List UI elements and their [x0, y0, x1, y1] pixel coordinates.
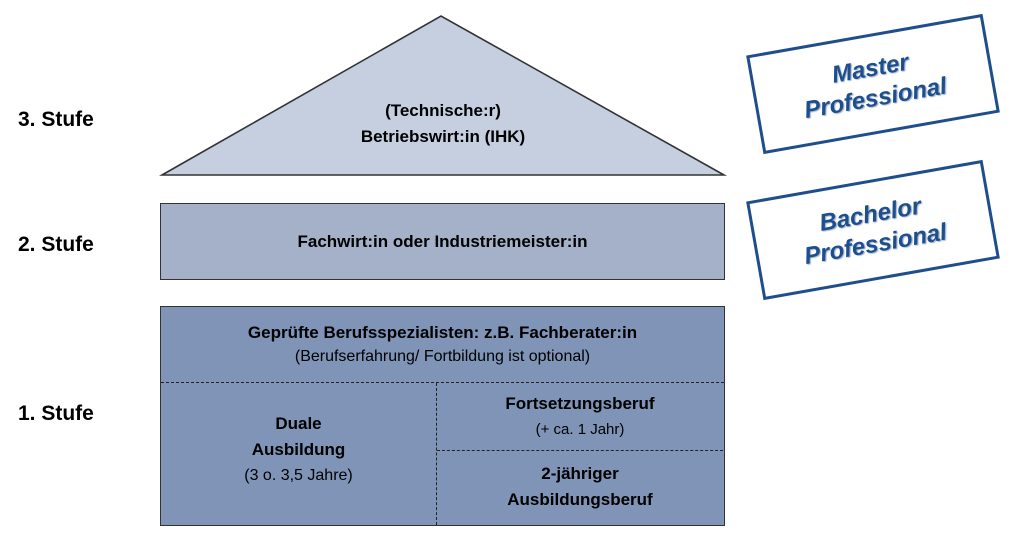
level-2-box: Fachwirt:in oder Industriemeister:in [160, 203, 725, 280]
roof-triangle [158, 15, 728, 176]
stage-1-label: 1. Stufe [18, 402, 94, 425]
master-professional-badge: Master Professional [746, 13, 1000, 155]
roof-shape [158, 15, 728, 176]
roof-line-1: (Technische:r) [385, 101, 501, 120]
two-year-cell: 2-jähriger Ausbildungsberuf [437, 451, 723, 525]
two-year-line-2: Ausbildungsberuf [507, 490, 653, 509]
specialists-cell: Geprüfte Berufsspezialisten: z.B. Fachbe… [161, 307, 724, 383]
two-year-line-1: 2-jähriger [541, 464, 619, 483]
level-1-box: Geprüfte Berufsspezialisten: z.B. Fachbe… [160, 306, 725, 526]
level-2-label: Fachwirt:in oder Industriemeister:in [297, 231, 588, 251]
continuation-title: Fortsetzungsberuf [505, 394, 655, 413]
stage-2-label: 2. Stufe [18, 233, 94, 256]
stage-3-label: 3. Stufe [18, 108, 94, 131]
continuation-cell: Fortsetzungsberuf (+ ca. 1 Jahr) [437, 383, 723, 451]
specialists-note: (Berufserfahrung/ Fortbildung ist option… [294, 348, 591, 365]
dual-note: (3 o. 3,5 Jahre) [244, 467, 353, 484]
dual-line-2: Ausbildung [251, 440, 346, 459]
continuation-note: (+ ca. 1 Jahr) [535, 421, 625, 438]
specialists-title: Geprüfte Berufsspezialisten: z.B. Fachbe… [247, 323, 638, 342]
dual-line-1: Duale [275, 414, 322, 433]
roof-label: (Technische:r) Betriebswirt:in (IHK) [258, 98, 628, 150]
roof-line-2: Betriebswirt:in (IHK) [360, 127, 526, 146]
dual-training-cell: Duale Ausbildung (3 o. 3,5 Jahre) [161, 383, 437, 525]
bachelor-professional-badge: Bachelor Professional [746, 159, 1000, 301]
